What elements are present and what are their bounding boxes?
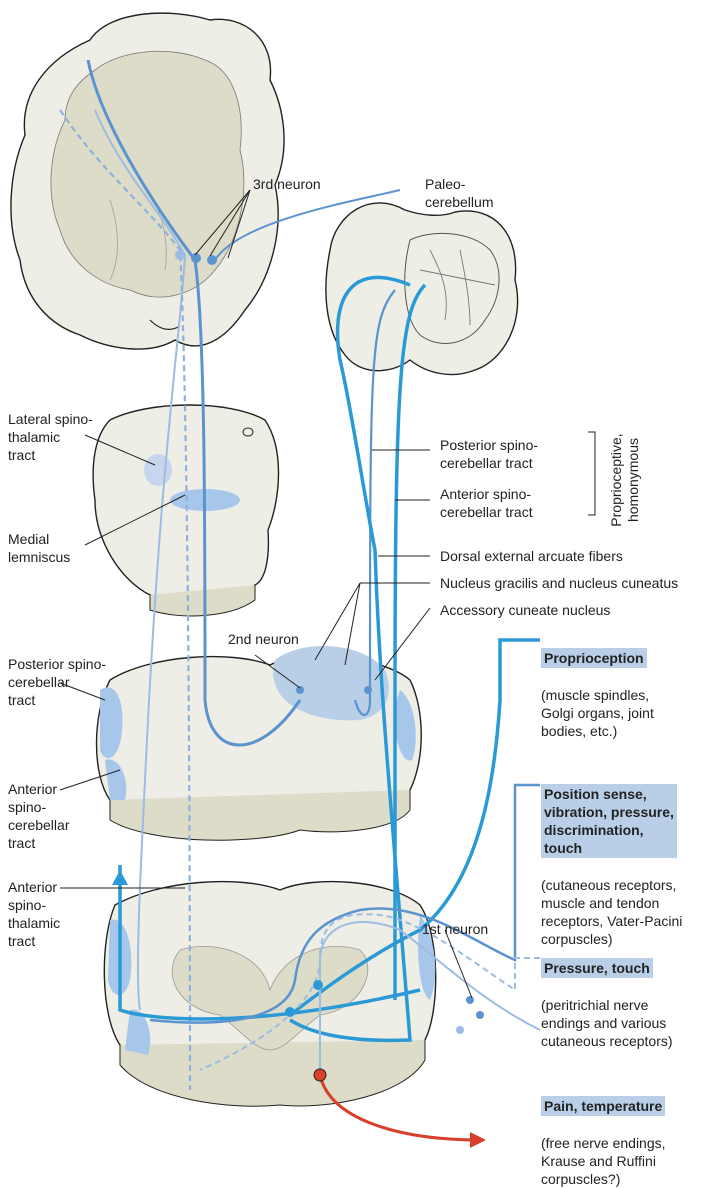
sensory-proprioception-heading: Proprioception bbox=[541, 648, 647, 668]
label-proprioceptive-homonymous: Proprioceptive, homonymous bbox=[608, 420, 642, 540]
sensory-pressure-touch-detail: (peritrichial nerve endings and various … bbox=[541, 997, 673, 1049]
sensory-position-sense-heading: Position sense, vibration, pressure, dis… bbox=[541, 784, 677, 858]
sensory-position-sense-detail: (cutaneous receptors, muscle and tendon … bbox=[541, 877, 682, 947]
label-anterior-spinothalamic: Anterior spino- thalamic tract bbox=[8, 878, 60, 950]
label-anterior-spinocerebellar-right: Anterior spino- cerebellar tract bbox=[440, 485, 533, 521]
label-second-neuron: 2nd neuron bbox=[228, 630, 299, 648]
proprioceptive-bracket bbox=[588, 432, 595, 515]
lower-cord-section bbox=[104, 882, 435, 1107]
label-first-neuron: 1st neuron bbox=[422, 920, 488, 938]
label-lateral-spinothalamic: Lateral spino- thalamic tract bbox=[8, 410, 93, 464]
cerebrum-section bbox=[11, 13, 284, 349]
sensory-pain-temperature: Pain, temperature (free nerve endings, K… bbox=[541, 1078, 666, 1188]
label-dorsal-external-arcuate: Dorsal external arcuate fibers bbox=[440, 547, 623, 565]
label-third-neuron: 3rd neuron bbox=[253, 175, 321, 193]
label-anterior-spinocerebellar-left: Anterior spino- cerebellar tract bbox=[8, 780, 69, 852]
label-posterior-spinocerebellar-left: Posterior spino- cerebellar tract bbox=[8, 655, 106, 709]
sensory-pain-temperature-detail: (free nerve endings, Krause and Ruffini … bbox=[541, 1135, 666, 1187]
sensory-pressure-touch: Pressure, touch (peritrichial nerve endi… bbox=[541, 940, 673, 1050]
sensory-pain-temperature-heading: Pain, temperature bbox=[541, 1096, 665, 1116]
label-paleocerebellum: Paleo- cerebellum bbox=[425, 175, 493, 211]
label-posterior-spinocerebellar-right: Posterior spino- cerebellar tract bbox=[440, 436, 538, 472]
sensory-proprioception-detail: (muscle spindles, Golgi organs, joint bo… bbox=[541, 687, 654, 739]
sensory-position-sense: Position sense, vibration, pressure, dis… bbox=[541, 766, 682, 948]
label-medial-lemniscus: Medial lemniscus bbox=[8, 530, 70, 566]
upper-cord-section bbox=[97, 646, 422, 840]
label-accessory-cuneate: Accessory cuneate nucleus bbox=[440, 601, 610, 619]
label-nucleus-gracilis-cuneatus: Nucleus gracilis and nucleus cuneatus bbox=[440, 574, 678, 592]
sensory-pressure-touch-heading: Pressure, touch bbox=[541, 958, 653, 978]
sensory-proprioception: Proprioception (muscle spindles, Golgi o… bbox=[541, 630, 654, 740]
